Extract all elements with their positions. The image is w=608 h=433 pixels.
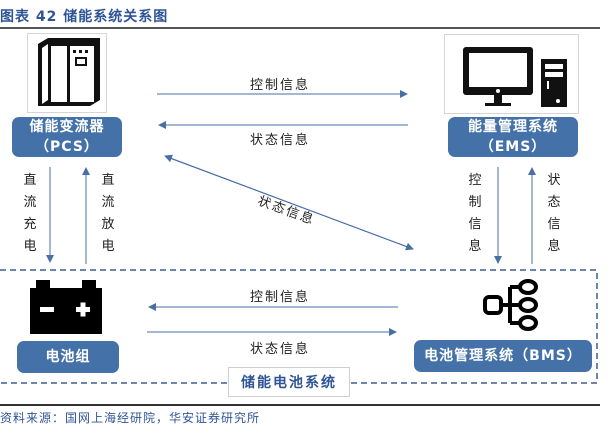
pcs-label-line1: 储能变流器 [29, 119, 105, 135]
char: 直 [101, 173, 115, 188]
bms-node[interactable]: 电池管理系统（BMS） [414, 340, 592, 372]
char: 制 [468, 195, 482, 210]
ems-node[interactable]: 能量管理系统 （EMS） [448, 117, 578, 157]
char: 控 [468, 173, 482, 188]
char: 直 [23, 173, 37, 188]
pcs-node[interactable]: 储能变流器 （PCS） [12, 117, 122, 157]
label-pcs-to-ems: 控制信息 [250, 78, 311, 93]
char: 充 [23, 217, 37, 232]
cabinet-icon [38, 38, 100, 106]
label-bms-to-ems: 状 态 信 息 [546, 170, 562, 258]
label-ems-to-pcs: 状态信息 [250, 133, 311, 148]
battery-system-group-border [0, 269, 598, 384]
hierarchy-icon [483, 279, 538, 331]
ems-image-frame [444, 34, 579, 114]
battery-icon [30, 280, 102, 334]
char: 放 [101, 217, 115, 232]
ems-label-line1: 能量管理系统 [468, 119, 558, 135]
char: 状 [547, 173, 561, 188]
footer-rule [0, 404, 600, 406]
battery-label: 电池组 [45, 349, 91, 365]
char: 信 [547, 217, 561, 232]
char: 电 [101, 239, 115, 254]
arrow-bms-pcs-diagonal [164, 154, 414, 250]
ems-label-line2: （EMS） [479, 139, 547, 155]
label-pcs-to-battery: 直 流 充 电 [22, 170, 38, 258]
char: 流 [23, 195, 37, 210]
label-ems-to-bms: 控 制 信 息 [467, 170, 483, 258]
label-battery-to-pcs: 直 流 放 电 [100, 170, 116, 258]
pcs-image-frame [27, 33, 107, 113]
char: 电 [23, 239, 37, 254]
pcs-label-line2: （PCS） [35, 139, 99, 155]
char: 流 [101, 195, 115, 210]
bms-label: 电池管理系统（BMS） [424, 348, 582, 364]
char: 信 [468, 217, 482, 232]
source-note: 资料来源：国网上海经研院，华安证券研究所 [0, 411, 261, 425]
battery-system-group-label: 储能电池系统 [228, 367, 350, 397]
label-bms-to-battery: 控制信息 [250, 290, 311, 305]
battery-node[interactable]: 电池组 [17, 341, 119, 373]
figure-title: 图表 42 储能系统关系图 [0, 9, 169, 25]
header-rule [0, 27, 600, 29]
label-battery-to-bms: 状态信息 [250, 342, 311, 357]
computer-icon [463, 47, 567, 107]
char: 息 [468, 239, 482, 254]
char: 态 [547, 195, 561, 210]
char: 息 [547, 239, 561, 254]
